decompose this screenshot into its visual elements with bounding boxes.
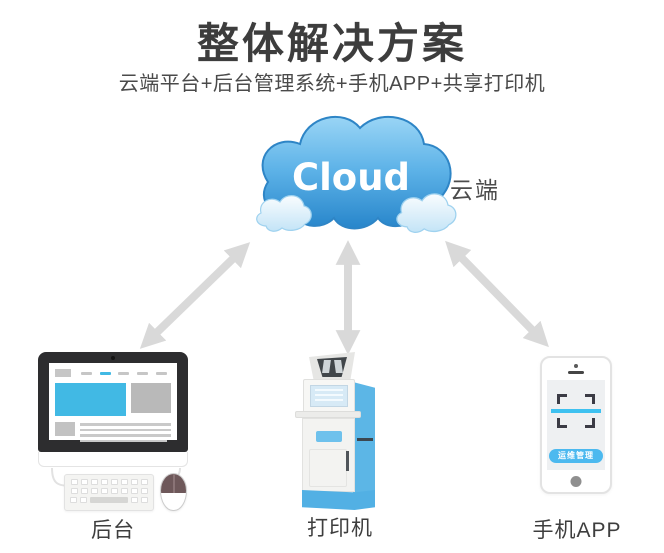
scan-line xyxy=(551,409,601,413)
arrow-cloud-mobile xyxy=(445,240,549,348)
print-kiosk-icon xyxy=(293,352,387,510)
kiosk-body xyxy=(302,418,355,492)
monitor-chin xyxy=(38,452,188,467)
phone-screen: 运维管理 xyxy=(547,380,605,470)
kiosk-screen xyxy=(310,385,348,407)
node-mobile: 运维管理 手机APP xyxy=(518,352,636,547)
nav-item-active-placeholder xyxy=(99,371,111,375)
app-button: 运维管理 xyxy=(549,449,603,463)
qr-scan-frame-icon xyxy=(557,394,595,428)
printer-label: 打印机 xyxy=(307,517,373,540)
cloud-label: Cloud xyxy=(292,156,410,199)
kiosk-output-slot xyxy=(316,431,342,442)
node-backend: 后台 xyxy=(28,352,198,547)
webcam-dot-icon xyxy=(111,356,115,360)
monitor xyxy=(38,352,188,452)
small-cloud-right-icon xyxy=(396,193,457,233)
nav-item-placeholder xyxy=(80,371,92,375)
backend-label: 后台 xyxy=(91,519,135,542)
home-button-icon xyxy=(570,476,582,487)
sidebar-image-placeholder xyxy=(131,383,171,413)
kiosk-head xyxy=(303,379,355,413)
screen-text-section xyxy=(55,422,171,442)
thumbnail-placeholder xyxy=(55,422,75,436)
monitor-screen xyxy=(49,363,177,442)
speaker-bar-icon xyxy=(568,371,584,374)
kiosk-door-handle xyxy=(346,451,349,471)
text-line-placeholder xyxy=(80,428,171,431)
text-line-placeholder xyxy=(80,423,171,426)
kiosk-card-slot xyxy=(357,438,373,441)
nav-item-placeholder xyxy=(118,371,130,375)
hero-image-placeholder xyxy=(55,383,127,416)
desktop-computer-icon xyxy=(38,352,188,467)
text-line-placeholder xyxy=(80,434,171,437)
small-cloud-left-icon xyxy=(256,195,312,232)
mouse-icon xyxy=(160,473,187,511)
page-title: 整体解决方案 xyxy=(196,20,467,67)
screen-navbar xyxy=(55,369,171,377)
kiosk-keyboard-ledge xyxy=(295,411,361,418)
keyboard-icon xyxy=(64,474,154,511)
screen-hero-section xyxy=(55,383,171,416)
text-line-placeholder xyxy=(80,439,168,442)
kiosk-base xyxy=(302,490,375,510)
smartphone-icon: 运维管理 xyxy=(540,356,612,494)
camera-dot-icon xyxy=(574,364,578,368)
page-subtitle: 云端平台+后台管理系统+手机APP+共享打印机 xyxy=(118,73,546,95)
mobile-label: 手机APP xyxy=(532,519,622,542)
cloud-caption: 云端 xyxy=(450,177,500,203)
nav-item-placeholder xyxy=(156,371,168,375)
nav-item-placeholder xyxy=(137,371,149,375)
screen-logo-placeholder xyxy=(55,369,71,377)
cloud-icon: Cloud xyxy=(248,106,458,246)
node-printer: 打印机 xyxy=(285,350,395,545)
arrow-cloud-backend xyxy=(139,242,251,349)
cloud-shape xyxy=(261,115,452,230)
kiosk-door xyxy=(309,449,347,487)
